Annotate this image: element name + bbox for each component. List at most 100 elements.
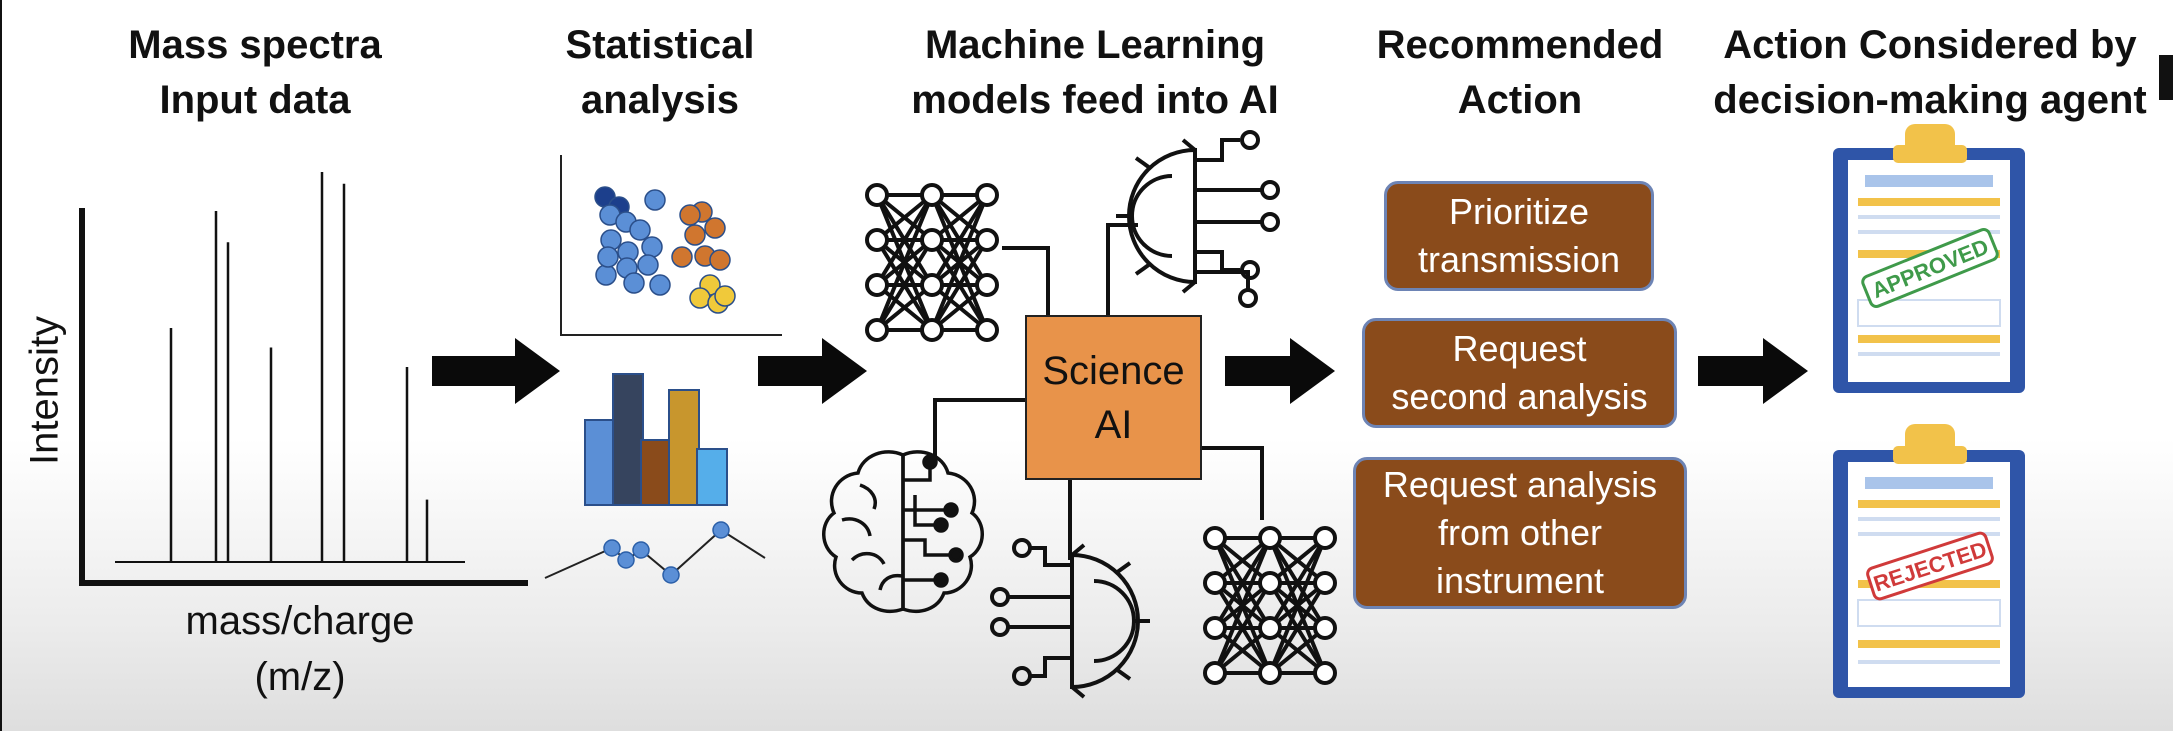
action-request-second-analysis: Request second analysis: [1362, 318, 1677, 428]
action-line: transmission: [1417, 239, 1621, 280]
scatter-dot: [623, 272, 645, 294]
x-axis-label-line: mass/charge: [185, 599, 415, 643]
nn-node: [920, 273, 944, 297]
action-request-other-instrument: Request analysis from other instrument: [1353, 457, 1687, 609]
nn-node: [920, 318, 944, 342]
nn-edge: [875, 238, 934, 332]
action-line: Request analysis: [1382, 464, 1658, 505]
scatter-dot: [595, 264, 617, 286]
nn-edge: [1268, 537, 1327, 674]
spectrum-axes: [79, 208, 528, 586]
y-axis-label: Intensity: [22, 316, 67, 465]
action-line: instrument: [1435, 560, 1605, 601]
line-plot-icon: [544, 521, 766, 584]
scatter-dot: [641, 236, 663, 258]
right-frame-edge: [2159, 55, 2173, 100]
heading-line: Input data: [159, 78, 351, 122]
nn-node: [920, 183, 944, 207]
ai-box-line: Science: [1042, 348, 1185, 393]
left-frame-edge: [0, 0, 2, 731]
arrow-right-icon: [758, 338, 867, 404]
heading-line: Recommended: [1376, 23, 1664, 67]
scatter-dot: [637, 254, 659, 276]
gear-circuit-icon: [1116, 130, 1280, 308]
x-axis-label-line: (m/z): [254, 655, 346, 699]
arrow-right-icon: [1225, 338, 1335, 404]
nn-node: [1258, 661, 1282, 685]
nn-edge: [875, 194, 934, 331]
scatter-dot: [684, 224, 706, 246]
nn-edge: [1213, 537, 1272, 674]
spectrum-peaks: [169, 172, 429, 562]
action-line: from other: [1437, 512, 1603, 553]
bar-chart-icon: [584, 373, 728, 506]
nn-edge: [1268, 581, 1327, 675]
scatter-dot: [704, 217, 726, 239]
ai-box-line: AI: [1094, 402, 1133, 447]
nn-node: [1203, 661, 1227, 685]
scatter-dot: [629, 219, 651, 241]
heading-machine-learning: Machine Learning models feed into AI: [890, 18, 1300, 128]
nn-edge: [1213, 581, 1272, 675]
clipboard-approved-icon: APPROVED: [1833, 124, 2025, 393]
nn-edge: [875, 193, 934, 287]
heading-line: Action: [1457, 78, 1583, 122]
nn-node: [975, 318, 999, 342]
heading-line: Action Considered by: [1723, 23, 2137, 67]
nn-node: [1258, 526, 1282, 550]
action-prioritize-transmission: Prioritize transmission: [1384, 181, 1654, 291]
nn-edge: [1268, 536, 1327, 630]
nn-node: [1313, 661, 1337, 685]
nn-node: [1258, 571, 1282, 595]
heading-line: Machine Learning: [924, 23, 1266, 67]
heading-statistical-analysis: Statistical analysis: [540, 18, 780, 128]
clipboard-rejected-icon: REJECTED: [1833, 424, 2025, 698]
nn-node: [865, 183, 889, 207]
nn-edge: [1213, 536, 1272, 630]
heading-line: Mass spectra: [128, 23, 382, 67]
scatter-dot: [671, 246, 693, 268]
nn-node: [975, 183, 999, 207]
neural-network-icon: [865, 183, 999, 342]
neural-network-icon: [1203, 526, 1337, 685]
nn-edge: [930, 193, 989, 287]
nn-node: [975, 228, 999, 252]
nn-node: [920, 228, 944, 252]
heading-line: analysis: [581, 78, 739, 122]
heading-line: decision-making agent: [1713, 78, 2147, 122]
scatter-dot: [649, 274, 671, 296]
scatter-dot: [709, 249, 731, 271]
nn-node: [865, 228, 889, 252]
nn-node: [865, 273, 889, 297]
heading-recommended-action: Recommended Action: [1360, 18, 1680, 128]
action-line: Request: [1452, 328, 1587, 369]
x-axis-label: mass/charge (m/z): [150, 593, 450, 705]
scatter-dot: [679, 204, 701, 226]
heading-line: models feed into AI: [911, 78, 1279, 122]
brain-circuit-icon: [822, 450, 984, 614]
science-ai-box: Science AI: [1025, 315, 1202, 480]
scatter-dot: [714, 285, 736, 307]
scatter-plot-icon: [560, 155, 782, 336]
nn-node: [1203, 616, 1227, 640]
heading-decision-agent: Action Considered by decision-making age…: [1700, 18, 2160, 128]
arrow-right-icon: [432, 338, 560, 404]
nn-edge: [930, 238, 989, 332]
action-line: second analysis: [1391, 376, 1648, 417]
heading-line: Statistical: [565, 23, 755, 67]
arrow-right-icon: [1698, 338, 1808, 404]
nn-node: [1258, 616, 1282, 640]
scatter-dot: [597, 246, 619, 268]
scatter-dot: [689, 287, 711, 309]
nn-node: [1203, 526, 1227, 550]
nn-node: [1203, 571, 1227, 595]
scatter-dot: [644, 189, 666, 211]
nn-node: [1313, 526, 1337, 550]
nn-node: [1313, 571, 1337, 595]
gear-circuit-icon: [990, 538, 1150, 699]
nn-node: [975, 273, 999, 297]
action-line: Prioritize: [1448, 191, 1590, 232]
nn-node: [1313, 616, 1337, 640]
nn-edge: [930, 194, 989, 331]
